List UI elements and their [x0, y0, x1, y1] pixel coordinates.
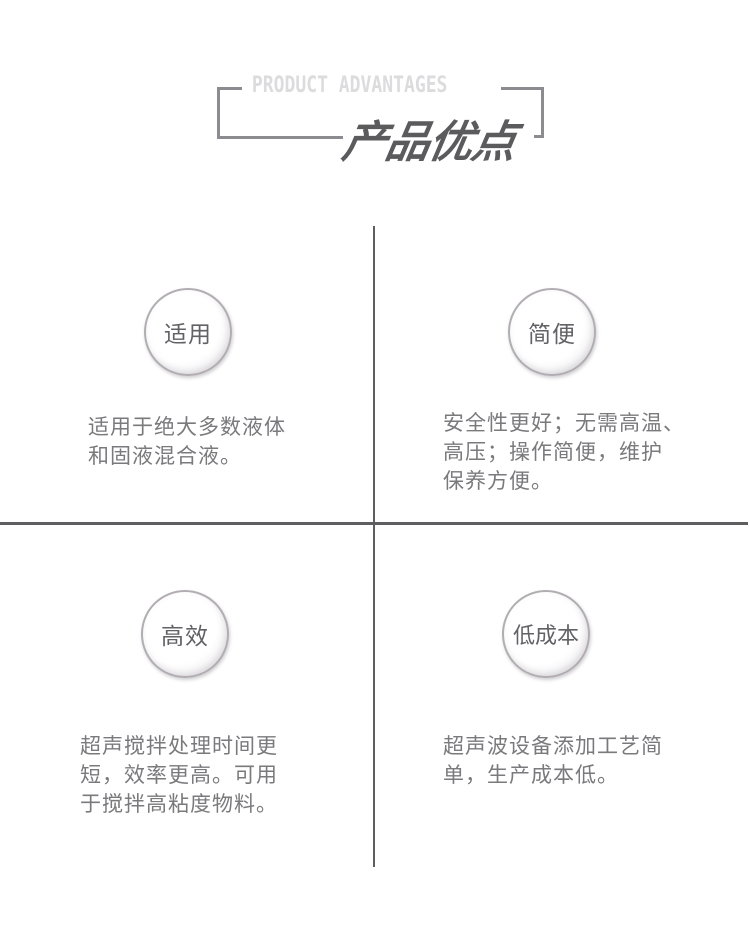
advantage-badge: 简便 [508, 288, 596, 376]
section-title: 产品优点 [338, 117, 520, 168]
bracket-right-top [501, 87, 544, 90]
advantage-badge: 低成本 [502, 590, 590, 678]
bracket-left-top [217, 87, 242, 90]
section-header: PRODUCT ADVANTAGES 产品优点 [0, 0, 750, 180]
advantage-description: 超声波设备添加工艺简 单，生产成本低。 [443, 734, 663, 787]
advantage-title: 适用 [164, 322, 212, 348]
bracket-left-bottom [217, 136, 343, 139]
vertical-divider [373, 226, 375, 867]
advantage-badge: 高效 [141, 590, 229, 678]
advantage-description: 超声搅拌处理时间更 短，效率更高。可用 于搅拌高粘度物料。 [80, 734, 278, 816]
bracket-right-bottom [534, 135, 544, 138]
advantage-description: 适用于绝大多数液体 和固液混合液。 [88, 415, 286, 468]
advantage-title: 高效 [161, 624, 209, 650]
bracket-right-vertical [541, 87, 544, 138]
bracket-left-vertical [217, 87, 220, 139]
section-subtitle: PRODUCT ADVANTAGES [251, 73, 448, 98]
advantage-title: 低成本 [512, 624, 579, 649]
advantage-title: 简便 [528, 322, 576, 348]
horizontal-divider [0, 522, 748, 525]
advantage-badge: 适用 [144, 288, 232, 376]
advantage-description: 安全性更好；无需高温、 高压；操作简便，维护 保养方便。 [443, 411, 685, 493]
